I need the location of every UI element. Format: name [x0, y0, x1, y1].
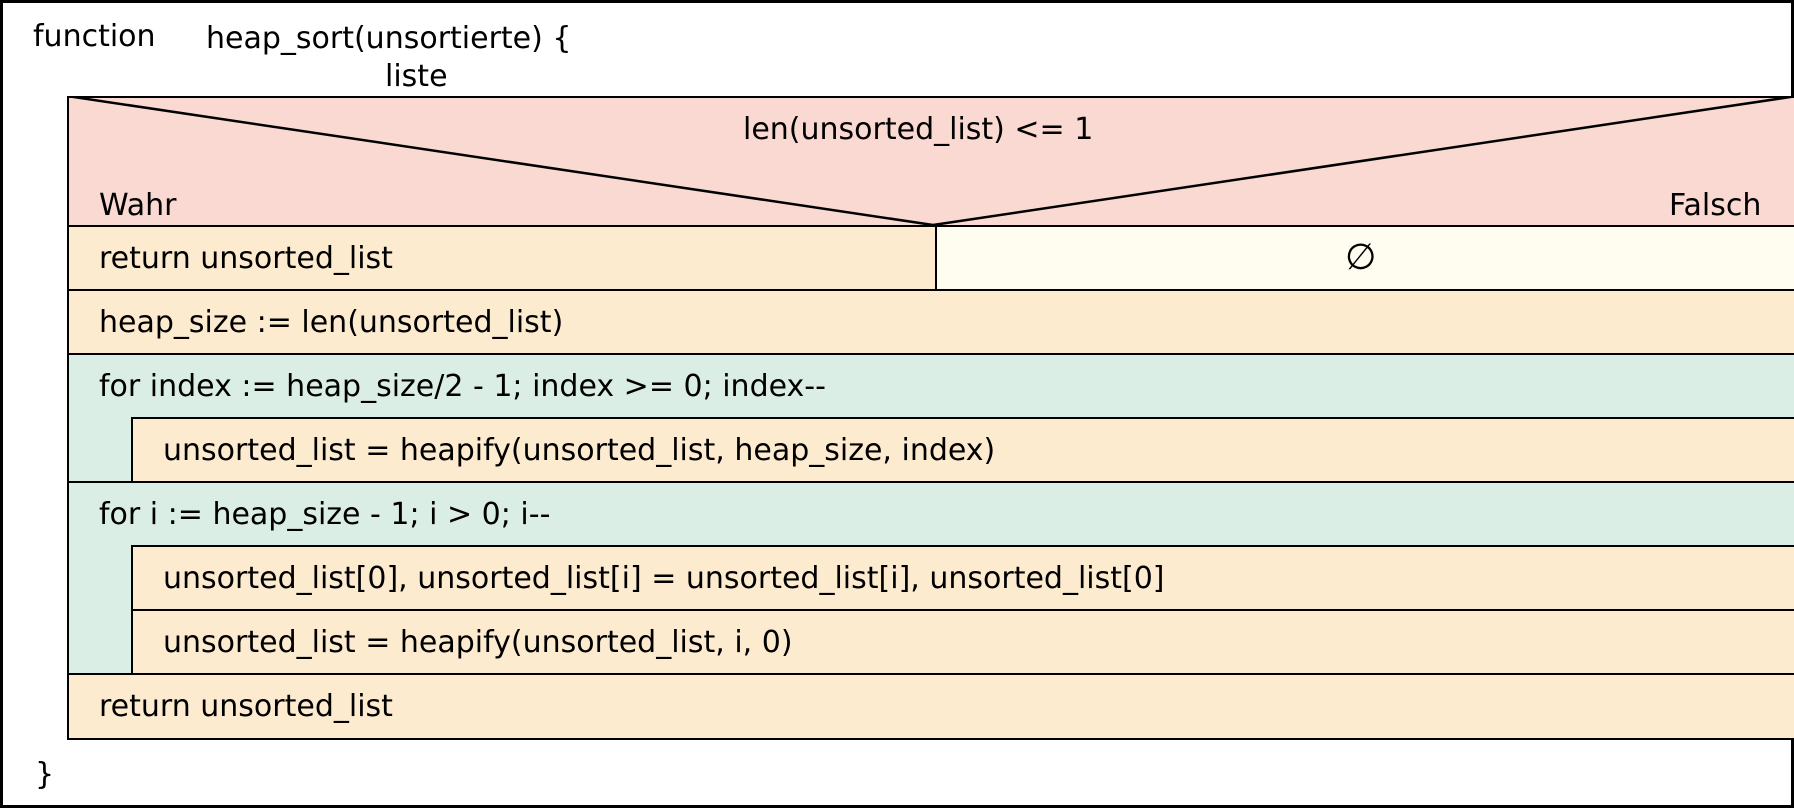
heap-size-text: heap_size := len(unsorted_list) [99, 305, 564, 340]
return-text: return unsorted_list [99, 689, 393, 724]
decision-block: len(unsorted_list) <= 1 Wahr Falsch [67, 96, 1794, 227]
function-closing-brace: } [35, 757, 55, 792]
function-keyword: function [33, 19, 156, 54]
function-signature: heap_sort(unsortierte) { [206, 21, 572, 56]
function-param-continuation: liste [385, 59, 448, 94]
loop-2-body-text-2: unsorted_list = heapify(unsorted_list, i… [163, 625, 793, 660]
true-branch: return unsorted_list [67, 225, 937, 290]
loop-1-header: for index := heap_size/2 - 1; index >= 0… [99, 369, 826, 404]
loop-1-body-statement: unsorted_list = heapify(unsorted_list, h… [131, 417, 1794, 482]
loop-1-body-text: unsorted_list = heapify(unsorted_list, h… [163, 433, 996, 468]
decision-triangle-lines [67, 96, 1794, 227]
decision-true-label: Wahr [99, 188, 177, 223]
loop-2-body-statement-1: unsorted_list[0], unsorted_list[i] = uns… [131, 545, 1794, 610]
loop-2-body-statement-2: unsorted_list = heapify(unsorted_list, i… [131, 609, 1794, 674]
loop-2-header: for i := heap_size - 1; i > 0; i-- [99, 497, 551, 532]
heap-size-statement: heap_size := len(unsorted_list) [67, 289, 1794, 354]
false-branch: ∅ [935, 225, 1794, 290]
loop-2-body-text-1: unsorted_list[0], unsorted_list[i] = uns… [163, 561, 1165, 596]
return-statement: return unsorted_list [67, 673, 1794, 740]
true-branch-statement: return unsorted_list [99, 241, 393, 276]
decision-false-label: Falsch [1669, 188, 1762, 223]
empty-set-symbol: ∅ [1345, 237, 1377, 278]
decision-condition: len(unsorted_list) <= 1 [743, 112, 1094, 147]
